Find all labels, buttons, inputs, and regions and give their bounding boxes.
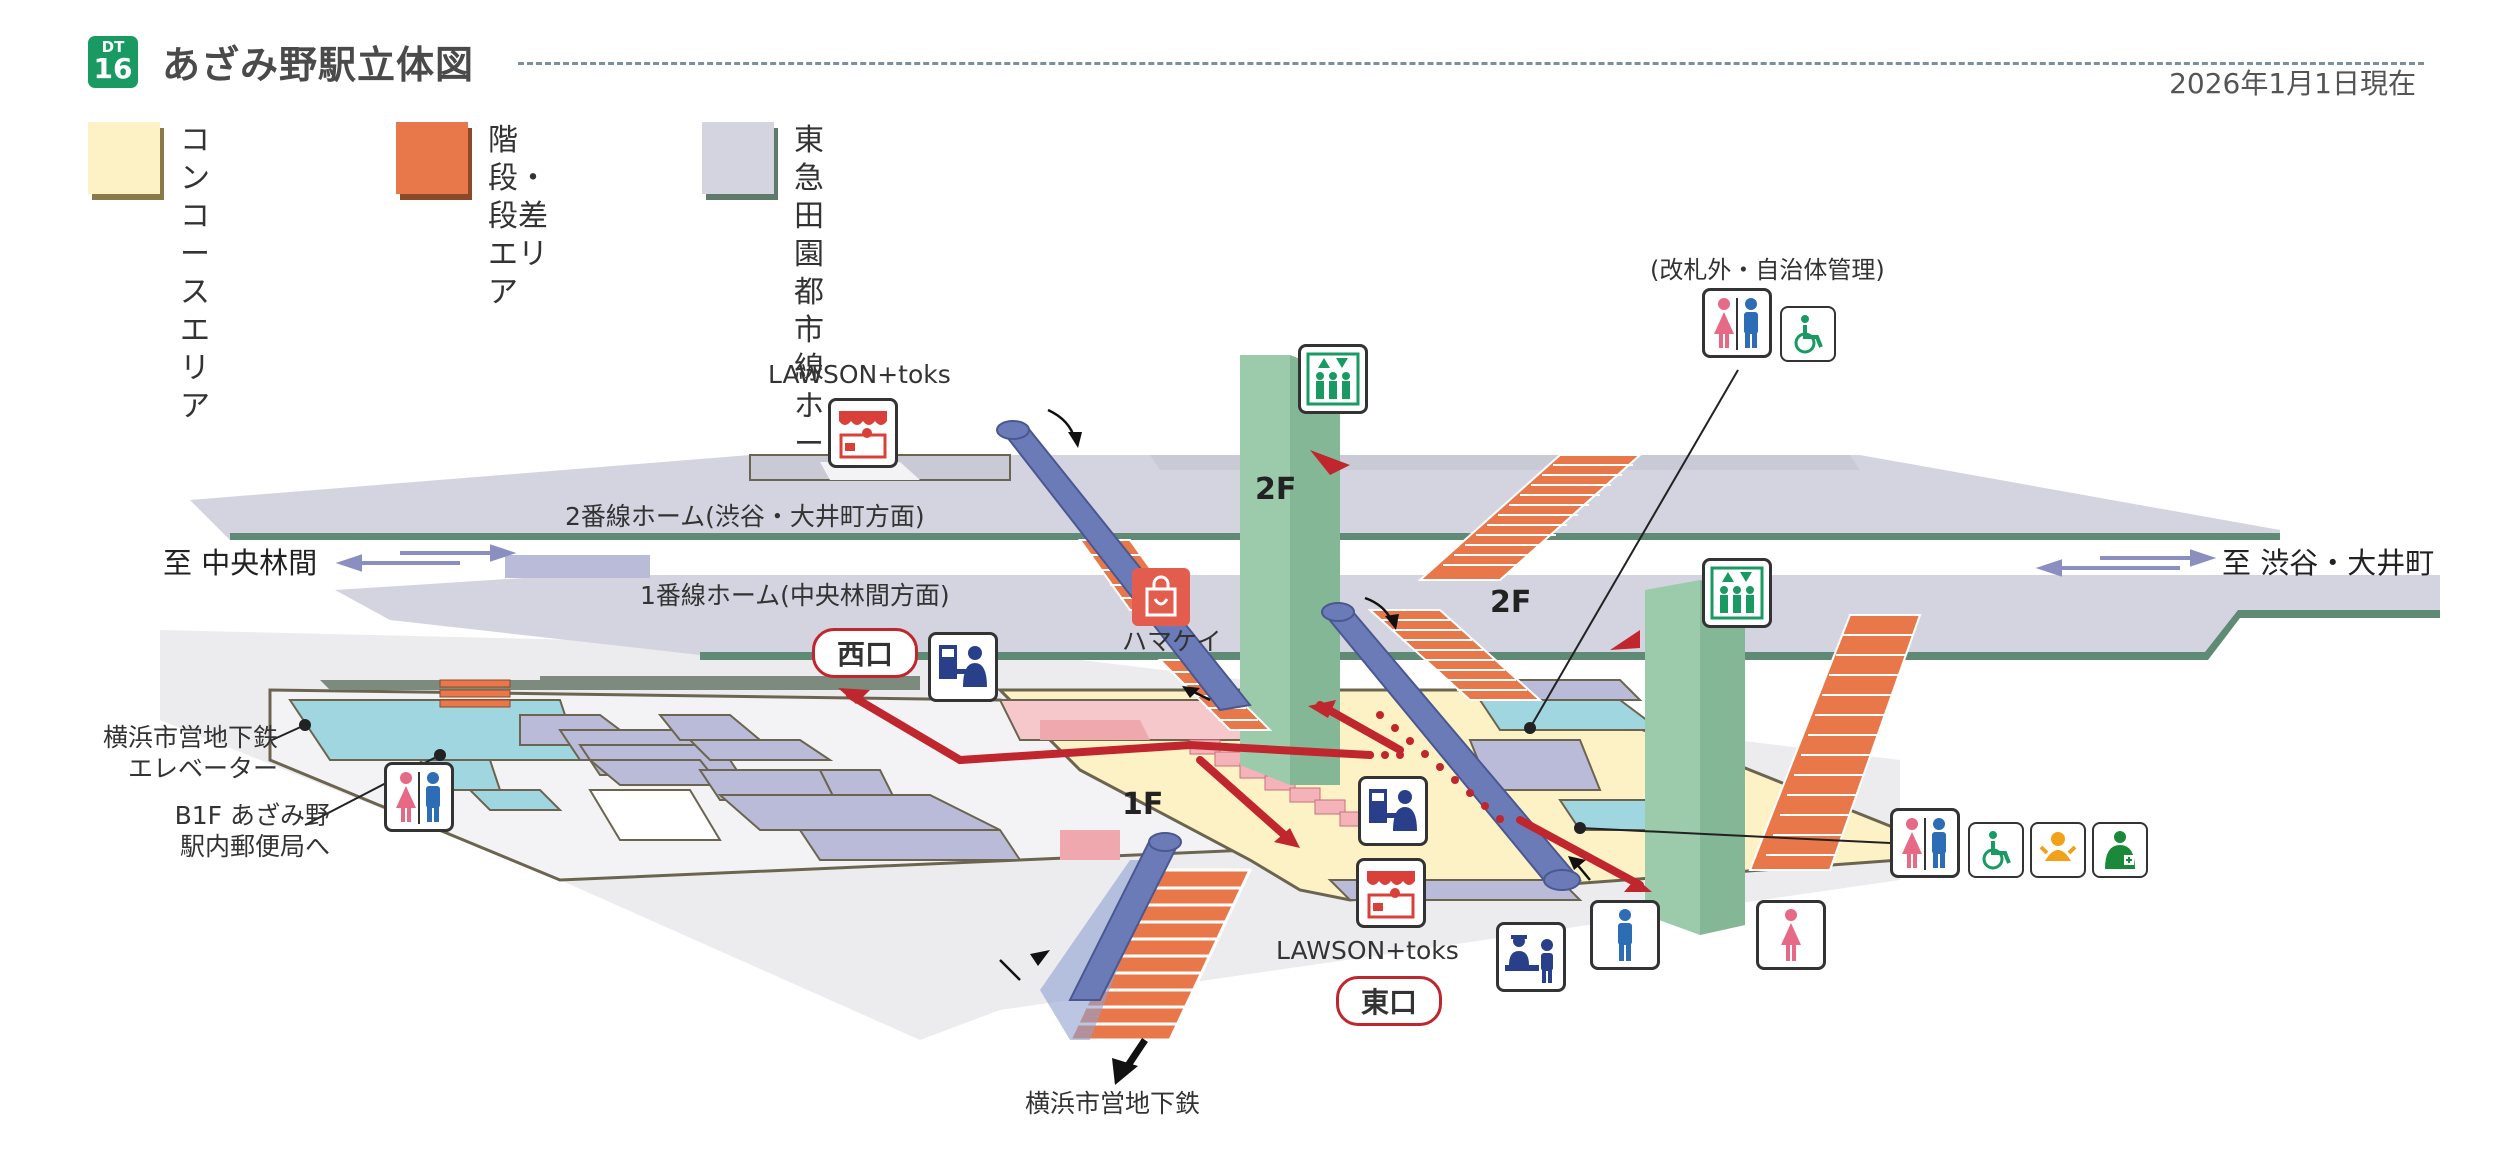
legend: コンコース エリア 階段・段差 エリア 東急田園都市線 ホーム: [88, 122, 1068, 500]
ticket-office-icon[interactable]: [1496, 922, 1566, 992]
shop-bag-icon[interactable]: [1132, 568, 1190, 626]
legend-label: エリア: [488, 237, 548, 310]
floor-label-2f: 2F: [1255, 472, 1297, 507]
elevator-shaft-east: [1645, 580, 1745, 935]
exit-west[interactable]: 西口: [812, 628, 919, 678]
legend-label: コンコース: [180, 123, 210, 310]
route-arrows: [846, 691, 1644, 889]
post-office-label: B1F あざみ野 駅内郵便局へ: [110, 800, 330, 862]
restroom-icon[interactable]: [1702, 288, 1772, 358]
legend-label: 東急田園都市線: [794, 123, 824, 386]
hamakei-label: ハマケイ: [1122, 627, 1222, 656]
route-dots: [1366, 711, 1504, 823]
mens-restroom-icon[interactable]: [1590, 900, 1660, 970]
subway-label: 横浜市営地下鉄: [1025, 1089, 1201, 1118]
outside-gate-label: (改札外・自治体管理): [1650, 256, 1885, 284]
header-divider: [518, 62, 2424, 65]
station-number-badge: DT 16: [88, 36, 138, 88]
legend-label: エリア: [180, 313, 210, 424]
stairs-west-concourse: [439, 679, 511, 708]
floor-label-2f-east: 2F: [1490, 585, 1532, 620]
restroom-icon[interactable]: [384, 762, 454, 832]
accessible-restroom-icon[interactable]: [1968, 822, 2024, 878]
post-office-line2: 駅内郵便局へ: [179, 832, 330, 861]
floor-label-1f: 1F: [1122, 787, 1164, 822]
subway-elevator-line1: 横浜市営地下鉄: [102, 723, 278, 752]
escalator-subway: [1068, 832, 1182, 1001]
legend-swatch-concourse: [88, 122, 164, 200]
ticket-machine-icon[interactable]: [928, 632, 998, 702]
elevator-shaft-center: [1240, 355, 1340, 785]
subway-elevator-label: 横浜市営地下鉄 エレベーター: [88, 722, 278, 784]
legend-label: 階段・段差: [488, 123, 548, 234]
direction-west: 至 中央林間: [163, 546, 318, 580]
direction-east: 至 渋谷・大井町: [2222, 546, 2435, 580]
platform-2-label: 2番線ホーム(渋谷・大井町方面): [565, 502, 925, 531]
stairs-platform1-east: [1748, 614, 1922, 871]
exit-east[interactable]: 東口: [1336, 976, 1443, 1026]
womens-restroom-icon[interactable]: [1756, 900, 1826, 970]
as-of-date: 2026年1月1日現在: [2169, 67, 2416, 100]
stairs-platform2-east: [1417, 454, 1643, 581]
subway-down-arrow: [1112, 1038, 1148, 1085]
convenience-store-icon[interactable]: [1356, 858, 1426, 928]
accessible-restroom-icon[interactable]: [1780, 306, 1836, 362]
post-office-line1: B1F あざみ野: [174, 801, 330, 830]
page-title: あざみ野駅立体図: [162, 43, 475, 87]
line-code: DT: [101, 38, 125, 56]
platform-2-deck: [190, 455, 2280, 540]
stairs-platform1-center: [1367, 609, 1543, 701]
escalator-east: [1320, 602, 1582, 891]
restroom-icon[interactable]: [1890, 808, 1960, 878]
elevator-icon[interactable]: [1702, 558, 1772, 628]
station-number: 16: [93, 52, 133, 85]
ticket-machine-icon[interactable]: [1358, 776, 1428, 846]
convenience-store-icon[interactable]: [828, 398, 898, 468]
elevator-icon[interactable]: [1298, 344, 1368, 414]
stairs-subway-exit: [1067, 868, 1253, 1042]
track-arrows-east: [2035, 549, 2217, 577]
legend-swatch-platform: [702, 122, 778, 200]
track-arrows-west: [335, 544, 517, 572]
subway-elevator-line2: エレベーター: [127, 754, 278, 783]
platform-1-label: 1番線ホーム(中央林間方面): [640, 581, 950, 610]
legend-swatch-stairs: [396, 122, 472, 200]
baby-room-icon[interactable]: [2030, 822, 2086, 878]
ostomate-icon[interactable]: [2092, 822, 2148, 878]
lawson-top-label: LAWSON+toks: [768, 360, 951, 389]
lawson-bottom-label: LAWSON+toks: [1276, 936, 1459, 965]
